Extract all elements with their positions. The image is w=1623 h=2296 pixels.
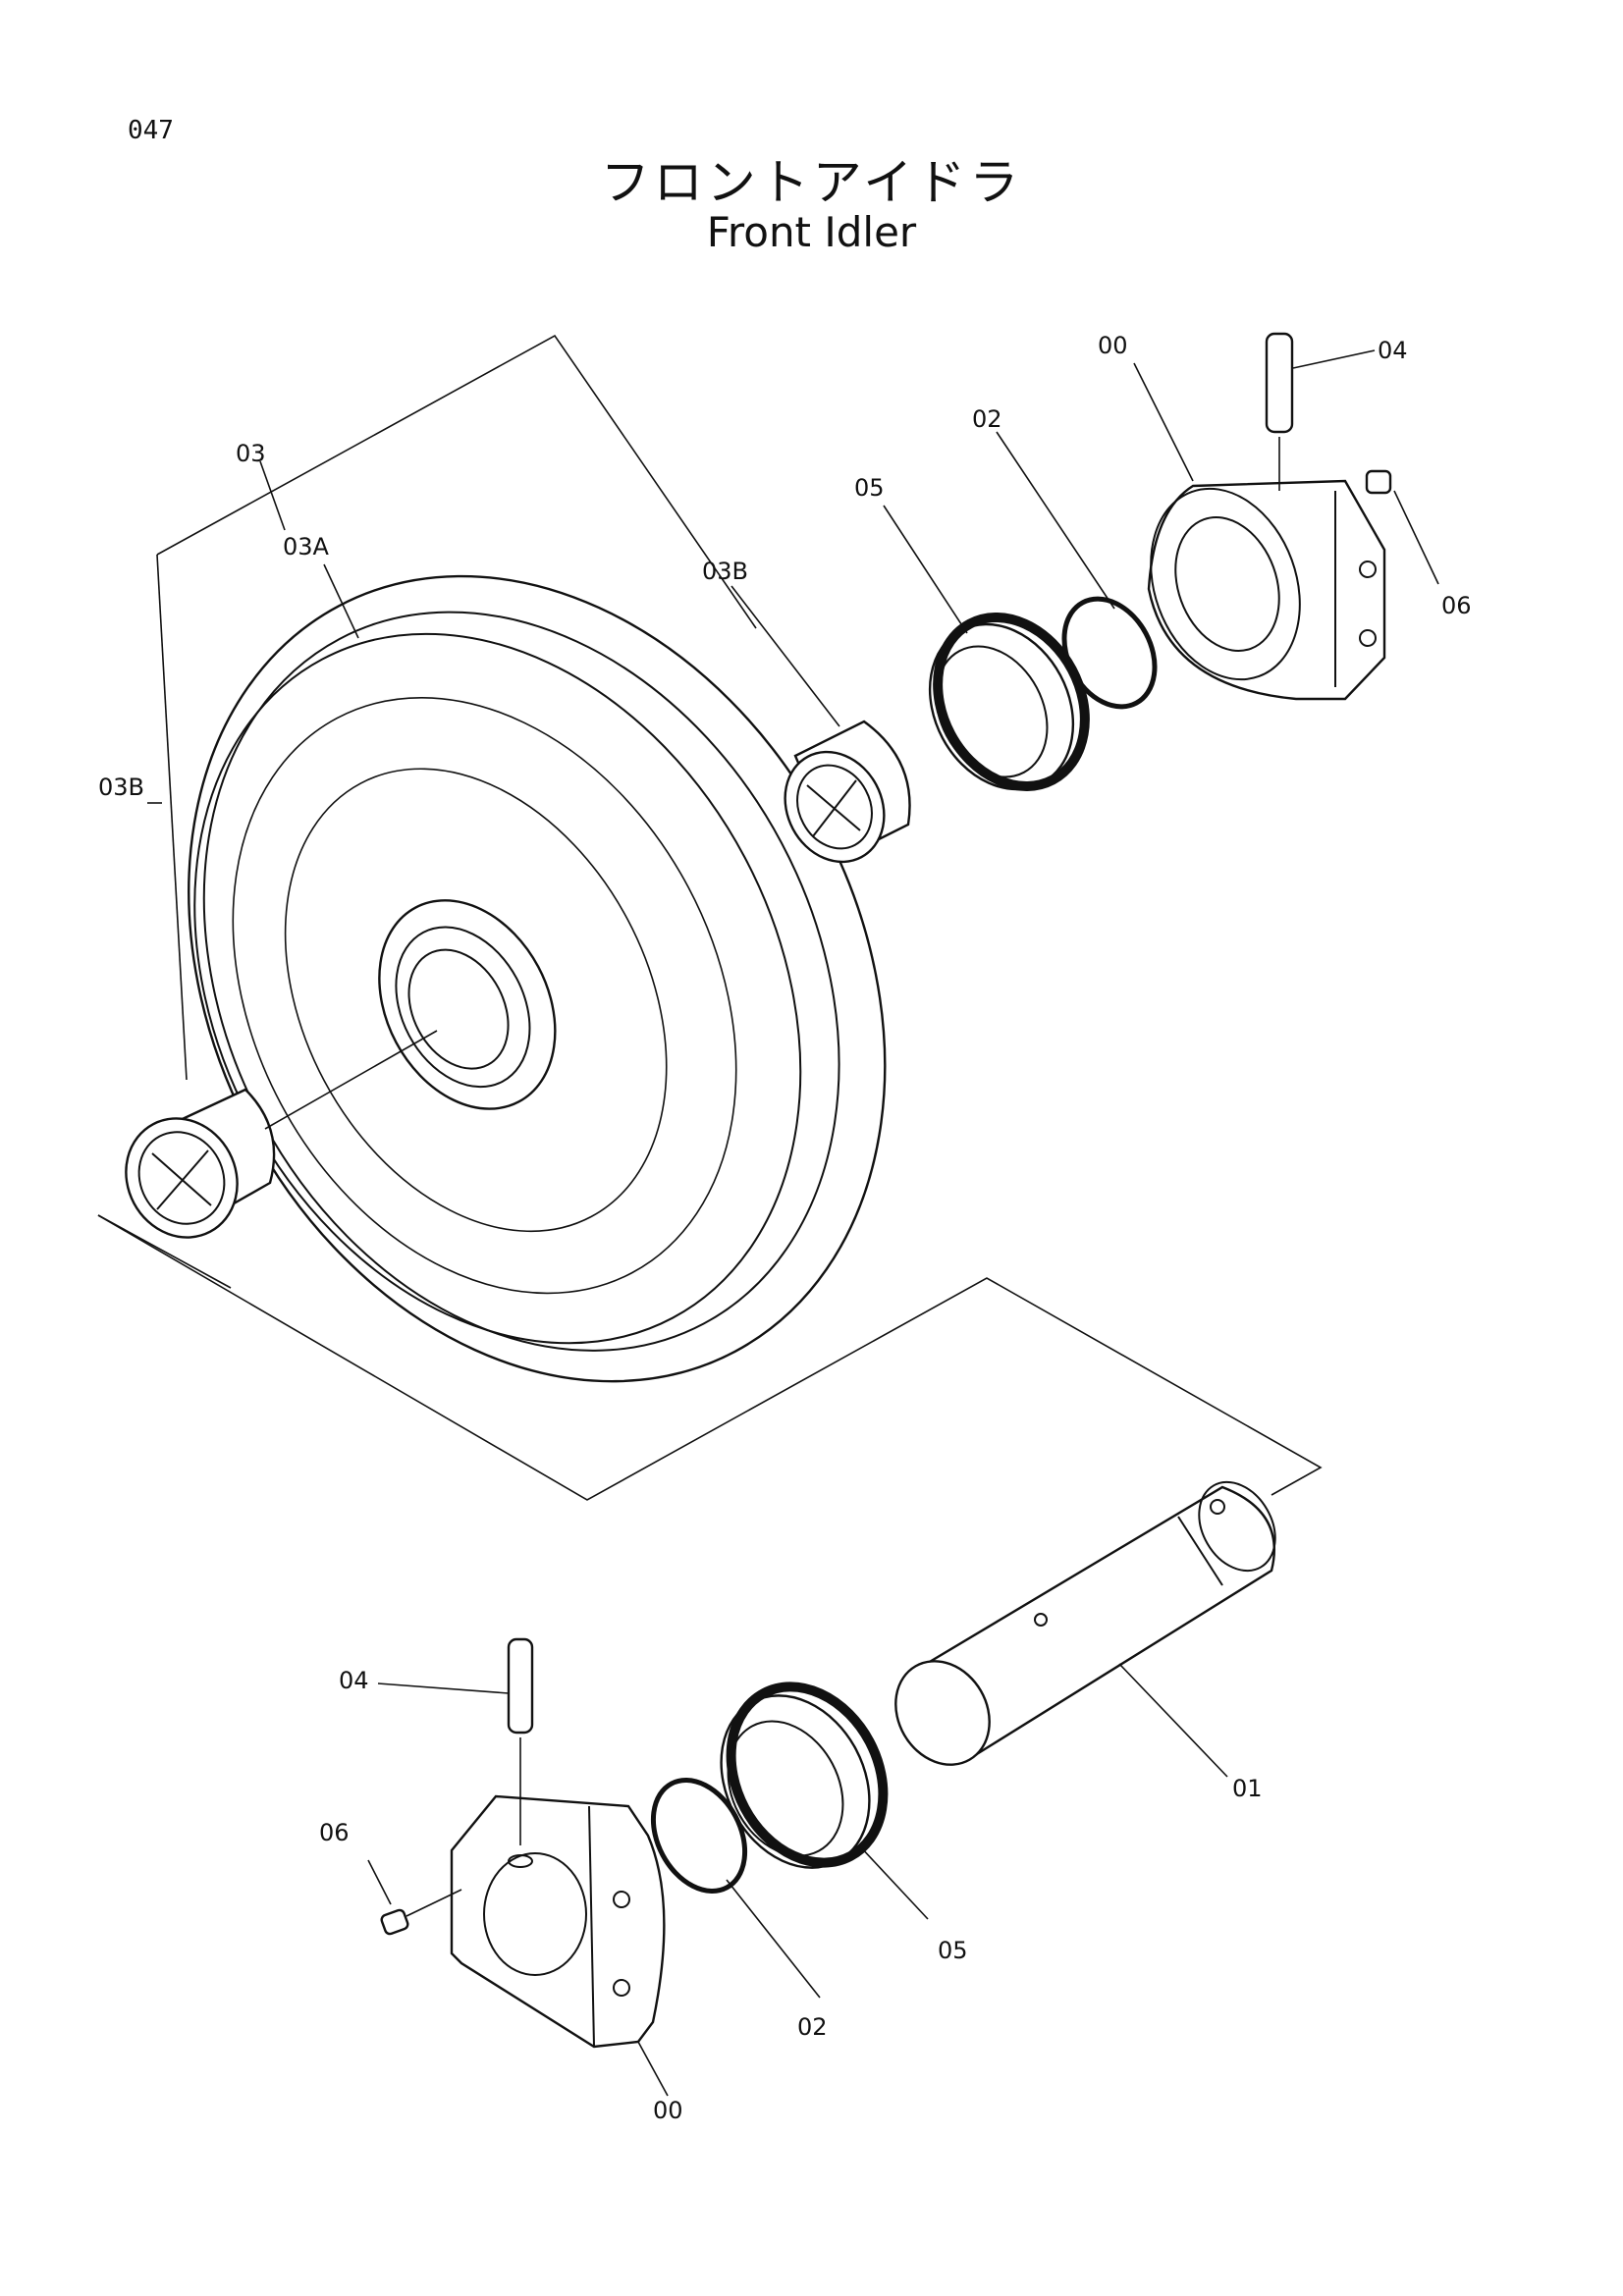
support-bracket-bottom <box>380 1637 666 2049</box>
o-ring-bottom <box>650 1777 748 1895</box>
title-japanese: フロントアイドラ <box>600 154 1023 211</box>
shaft <box>894 1480 1276 1766</box>
callout-00-top: 00 <box>1098 332 1128 359</box>
callout-03B-left: 03B <box>98 774 144 801</box>
idler-wheel <box>188 574 887 1383</box>
floating-seal-top <box>928 613 1090 791</box>
callout-02-top: 02 <box>972 405 1002 433</box>
callout-04-top: 04 <box>1378 337 1408 364</box>
bushing-left <box>125 1030 438 1239</box>
callout-03A: 03A <box>283 533 330 561</box>
bushing-right <box>784 720 911 864</box>
callout-labels: 00 04 06 02 05 03 03A 03B 03B 04 06 02 0… <box>98 332 1472 2124</box>
floating-seal-bottom <box>720 1682 889 1869</box>
title-english: Front Idler <box>706 208 917 256</box>
callout-03B-middle: 03B <box>702 558 748 585</box>
callout-03: 03 <box>236 440 266 467</box>
page-number: 047 <box>128 116 174 145</box>
callout-00-bottom: 00 <box>653 2097 683 2124</box>
callout-04-bottom: 04 <box>339 1667 369 1694</box>
group-bracket-03 <box>97 334 1323 1501</box>
callout-01: 01 <box>1232 1775 1263 1802</box>
callout-05-bottom: 05 <box>938 1937 968 1964</box>
o-ring-top <box>1061 596 1158 710</box>
leader-lines <box>147 349 1439 2097</box>
callout-06-top: 06 <box>1441 592 1472 619</box>
callout-02-bottom: 02 <box>797 2013 828 2041</box>
callout-06-bottom: 06 <box>319 1819 350 1846</box>
support-bracket-top <box>1147 332 1392 701</box>
callout-05-top: 05 <box>854 474 885 502</box>
